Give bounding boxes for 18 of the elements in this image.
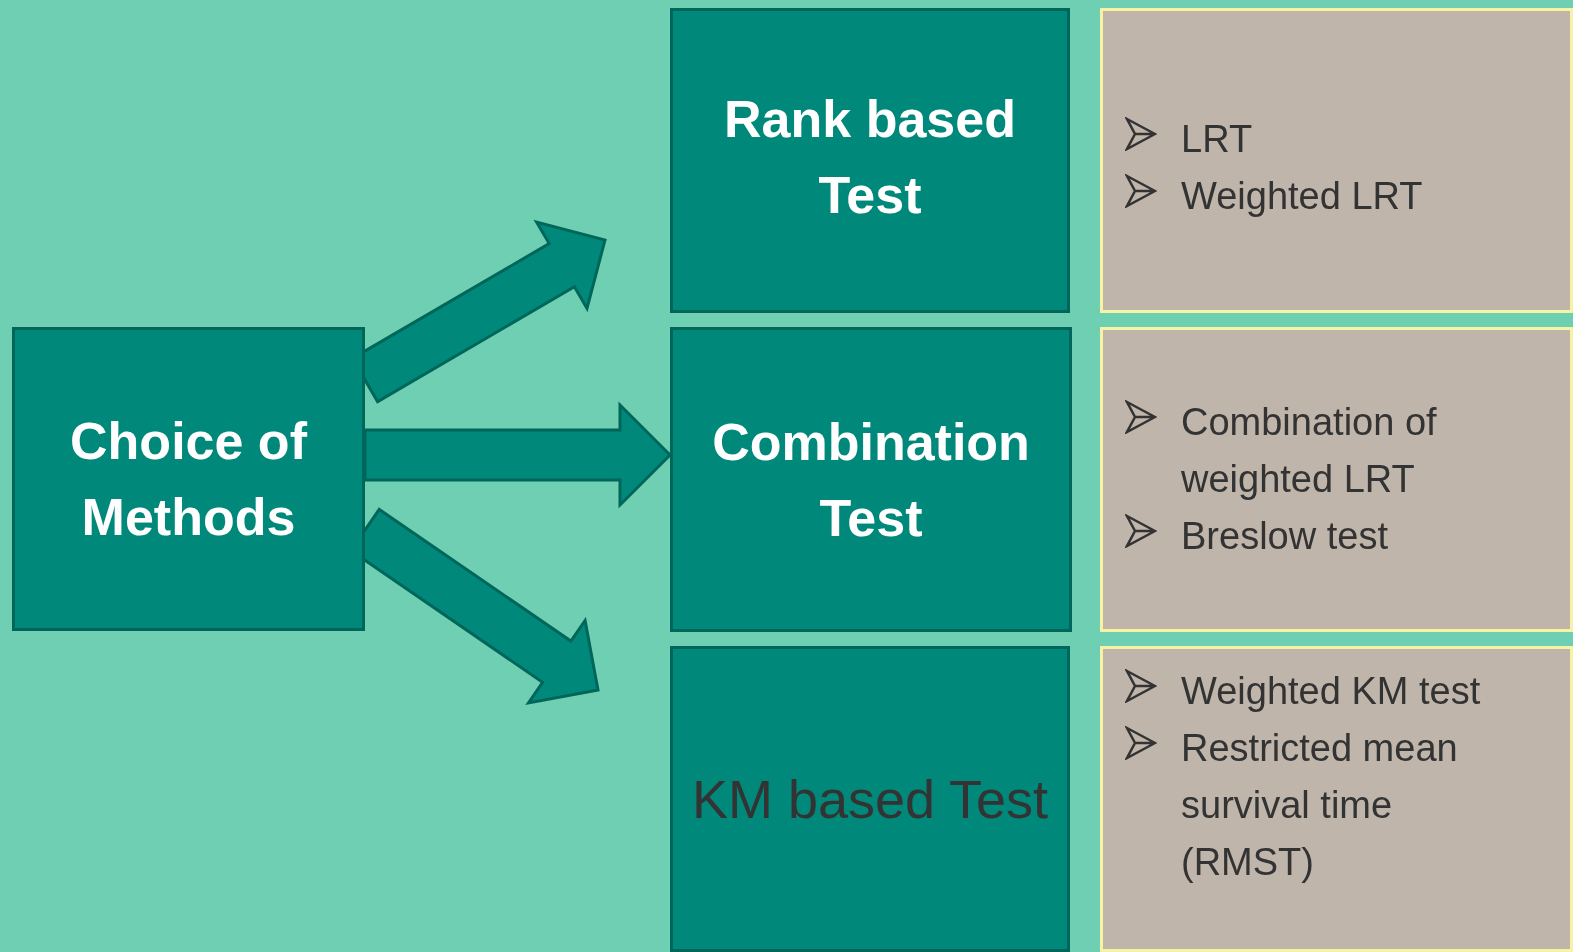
bullet-list-box bbox=[1100, 646, 1573, 952]
process-box bbox=[670, 646, 1070, 952]
bullet-list-box bbox=[1100, 327, 1573, 632]
list-item: Weighted KM test bbox=[1181, 669, 1481, 714]
box-title: Rank based Test bbox=[723, 89, 1017, 226]
bullet-list-box bbox=[1100, 8, 1573, 313]
process-box bbox=[670, 327, 1072, 632]
list-item: Restricted mean survival time (RMST) bbox=[1181, 726, 1459, 885]
process-box bbox=[670, 8, 1070, 313]
box-title: Choice of Methods bbox=[69, 411, 309, 548]
box-title: Combination Test bbox=[711, 411, 1031, 549]
process-box bbox=[12, 327, 365, 631]
list-item: Combination of weighted LRT bbox=[1181, 400, 1438, 502]
block-arrow bbox=[363, 401, 673, 509]
box-title: KM based Test bbox=[691, 768, 1049, 831]
list-item: Weighted LRT bbox=[1181, 174, 1423, 219]
list-item: LRT bbox=[1181, 117, 1253, 162]
list-item: Breslow test bbox=[1181, 514, 1388, 559]
